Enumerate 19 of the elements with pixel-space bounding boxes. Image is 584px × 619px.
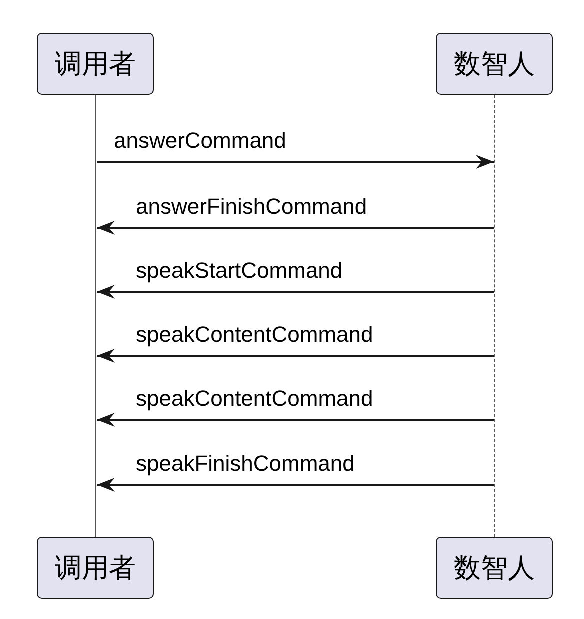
message-arrow [97,285,494,299]
participant-box [37,537,154,599]
participant-box [436,33,553,95]
participant-name: 数智人 [454,48,535,82]
participant-name: 调用者 [55,552,136,586]
participant-name: 调用者 [55,48,136,82]
message-label: speakContentCommand [135,324,374,346]
participant-name: 数智人 [454,552,535,586]
lifeline [95,95,97,537]
message-arrow [97,478,494,492]
message-label: speakContentCommand [135,388,374,410]
message-arrow [97,221,494,235]
message-arrow [97,349,494,363]
lifeline [494,95,496,537]
message-label: speakFinishCommand [135,453,356,475]
participant-box [436,537,553,599]
participant-box [37,33,154,95]
message-label: speakStartCommand [135,260,344,282]
message-arrow [97,155,494,169]
